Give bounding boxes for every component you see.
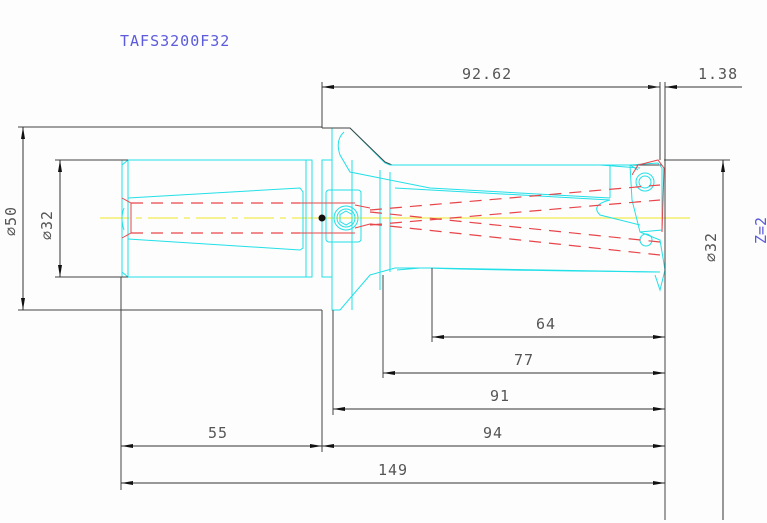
reference-point-marker (318, 214, 326, 222)
dimension-64-label: 64 (536, 315, 556, 333)
shank-coolant-bore (121, 197, 300, 239)
dimension-91-label: 91 (490, 387, 510, 405)
dimension-dia-32-shank-label: ⌀32 (38, 210, 56, 240)
dimension-dia-32-cutting: ⌀32 (664, 159, 730, 520)
shank-outline (121, 159, 313, 278)
dimension-dia-32-shank: ⌀32 (38, 159, 128, 278)
dimension-dia-50: ⌀50 (2, 126, 322, 311)
dimension-64: 64 (431, 268, 665, 342)
tool-title: TAFS3200F32 (120, 32, 230, 50)
dimension-77: 77 (382, 275, 665, 378)
dimension-dia-32-cutting-label: ⌀32 (702, 232, 720, 262)
teeth-count-label: Z=2 (752, 217, 767, 244)
dimension-94-label: 94 (483, 424, 503, 442)
flange-profile-line (322, 127, 662, 166)
insert-outline (631, 159, 665, 233)
dimension-149-label: 149 (378, 461, 408, 479)
coolant-channels (369, 184, 661, 256)
dimension-91: 91 (332, 310, 665, 415)
flange-hidden-lines (300, 202, 371, 234)
dimension-92-62-label: 92.62 (462, 65, 512, 83)
dimension-149: 149 (121, 461, 665, 485)
dimension-dia-50-label: ⌀50 (2, 206, 20, 236)
flange-outline (321, 127, 661, 311)
dimension-77-label: 77 (514, 351, 534, 369)
dimension-1-38: 1.38 (640, 65, 742, 89)
dimension-92-62: 92.62 (321, 65, 666, 520)
dimension-55: 55 (120, 277, 323, 490)
dimension-94: 94 (322, 424, 665, 448)
dimension-55-label: 55 (208, 424, 228, 442)
dimension-1-38-label: 1.38 (698, 65, 738, 83)
